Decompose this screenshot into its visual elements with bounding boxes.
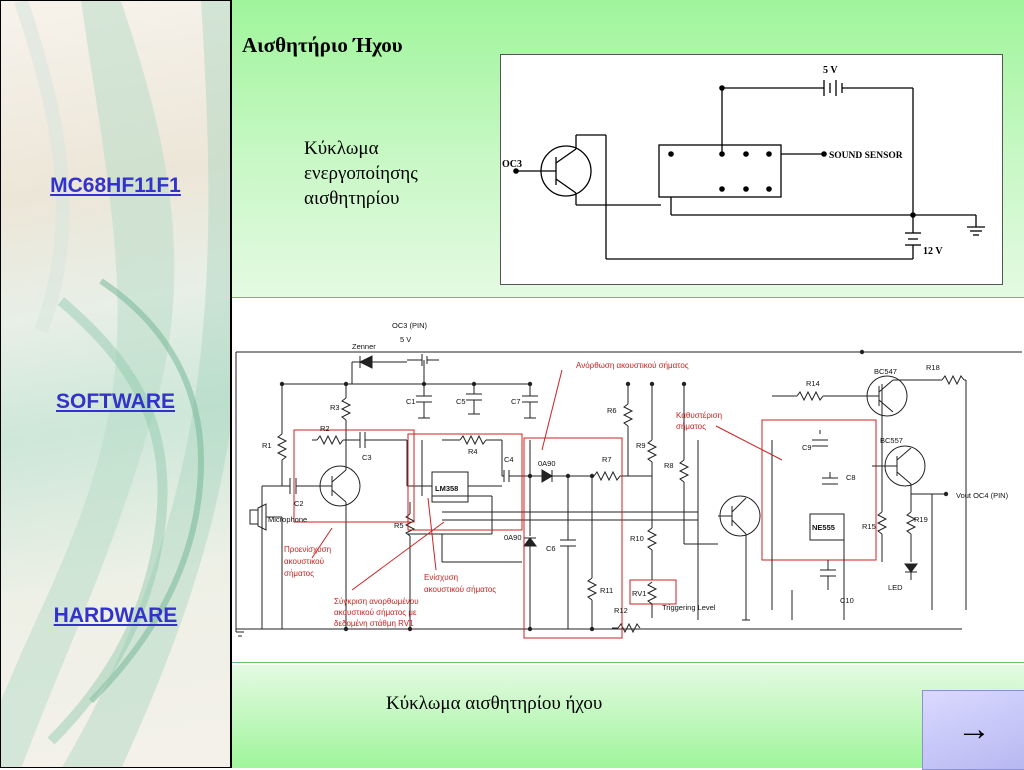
r14-label: R14	[806, 379, 820, 388]
page-title: Αισθητήριο Ήχου	[242, 33, 403, 57]
triggering-level-label: Triggering Level	[662, 603, 716, 612]
supply-12v-label: 12 V	[923, 246, 943, 257]
nav-link-hardware[interactable]: HARDWARE	[53, 604, 178, 627]
preamp-annotation-line-2: ακουστικού	[284, 557, 324, 566]
microphone-label: Microphone	[268, 515, 307, 524]
amplify-annotation-line-1: Ενίσχυση	[424, 573, 458, 582]
zenner-label: Zenner	[352, 342, 376, 351]
activation-circuit-diagram: 5 V OC3 SOUND SENSOR 12 V	[500, 54, 1003, 285]
nav-link-software[interactable]: SOFTWARE	[56, 390, 175, 413]
rectification-annotation: Ανόρθωση ακουστικού σήματος	[576, 361, 689, 370]
oc3-pin-label: OC3 (PIN)	[392, 321, 428, 330]
compare-annotation-line-2: ακουστικού σήματος με	[334, 608, 417, 617]
rv1-label: RV1	[632, 589, 646, 598]
c8-label: C8	[846, 473, 856, 482]
r6-label: R6	[607, 406, 617, 415]
next-slide-button[interactable]: →	[922, 690, 1024, 770]
r2-label: R2	[320, 424, 330, 433]
input-oc3-label: OC3	[502, 159, 522, 170]
c1-label: C1	[406, 397, 416, 406]
c9-label: C9	[802, 443, 812, 452]
r5-label: R5	[394, 521, 404, 530]
activation-circuit-caption: Κύκλωμα ενεργοποίησης αισθητηρίου	[304, 138, 418, 209]
supply-5v-label: 5 V	[400, 335, 411, 344]
r15-label: R15	[862, 522, 876, 531]
oa90-lower-label: 0A90	[504, 533, 522, 542]
right-arrow-icon: →	[957, 711, 991, 748]
amplify-annotation-line-2: ακουστικού σήματος	[424, 585, 496, 594]
bottom-panel: Κύκλωμα αισθητηρίου ήχου	[232, 665, 1024, 768]
sidebar-divider	[230, 0, 232, 768]
r4-label: R4	[468, 447, 478, 456]
decorative-swirl-background	[1, 1, 230, 767]
lm358-label: LM358	[435, 484, 458, 493]
r8-label: R8	[664, 461, 674, 470]
c10-label: C10	[840, 596, 854, 605]
led-label: LED	[888, 583, 903, 592]
bc547-label: BC547	[874, 367, 897, 376]
oa90-upper-label: 0A90	[538, 459, 556, 468]
r9-label: R9	[636, 441, 646, 450]
bc557-label: BC557	[880, 436, 903, 445]
r19-label: R19	[914, 515, 928, 524]
r1-label: R1	[262, 441, 272, 450]
sidebar: MC68HF11F1 SOFTWARE HARDWARE	[0, 0, 231, 768]
sound-sensor-circuit-diagram: OC3 (PIN) 5 V Zenner Microphone Vout OC4…	[235, 321, 1022, 639]
preamp-annotation-line-1: Προενίσχυση	[284, 545, 331, 554]
nav-link-mc68hf11f1[interactable]: MC68HF11F1	[50, 174, 181, 197]
r11-label: R11	[600, 586, 613, 595]
sensor-circuit-panel: OC3 (PIN) 5 V Zenner Microphone Vout OC4…	[232, 300, 1024, 663]
ne555-label: NE555	[812, 523, 835, 532]
compare-annotation-line-3: δεδομένη στάθμη RV1	[334, 619, 414, 628]
r18-label: R18	[926, 363, 940, 372]
delay-annotation-line-2: σήματος	[676, 422, 706, 431]
c4-label: C4	[504, 455, 514, 464]
c7-label: C7	[511, 397, 521, 406]
c5-label: C5	[456, 397, 466, 406]
c6-label: C6	[546, 544, 556, 553]
c2-label: C2	[294, 499, 304, 508]
top-panel: Αισθητήριο Ήχου Κύκλωμα ενεργοποίησης αι…	[232, 0, 1024, 298]
supply-5v-label: 5 V	[823, 65, 838, 76]
r3-label: R3	[330, 403, 340, 412]
r12-label: R12	[614, 606, 628, 615]
sound-sensor-label: SOUND SENSOR	[829, 151, 903, 161]
c3-label: C3	[362, 453, 372, 462]
sensor-circuit-caption: Κύκλωμα αισθητηρίου ήχου	[386, 693, 603, 714]
r10-label: R10	[630, 534, 644, 543]
vout-oc4-label: Vout OC4 (PIN)	[956, 491, 1009, 500]
delay-annotation-line-1: Καθυστέριση	[676, 411, 722, 420]
preamp-annotation-line-3: σήματος	[284, 569, 314, 578]
compare-annotation-line-1: Σύγκριση ανορθωμένου	[334, 597, 419, 606]
r7-label: R7	[602, 455, 612, 464]
